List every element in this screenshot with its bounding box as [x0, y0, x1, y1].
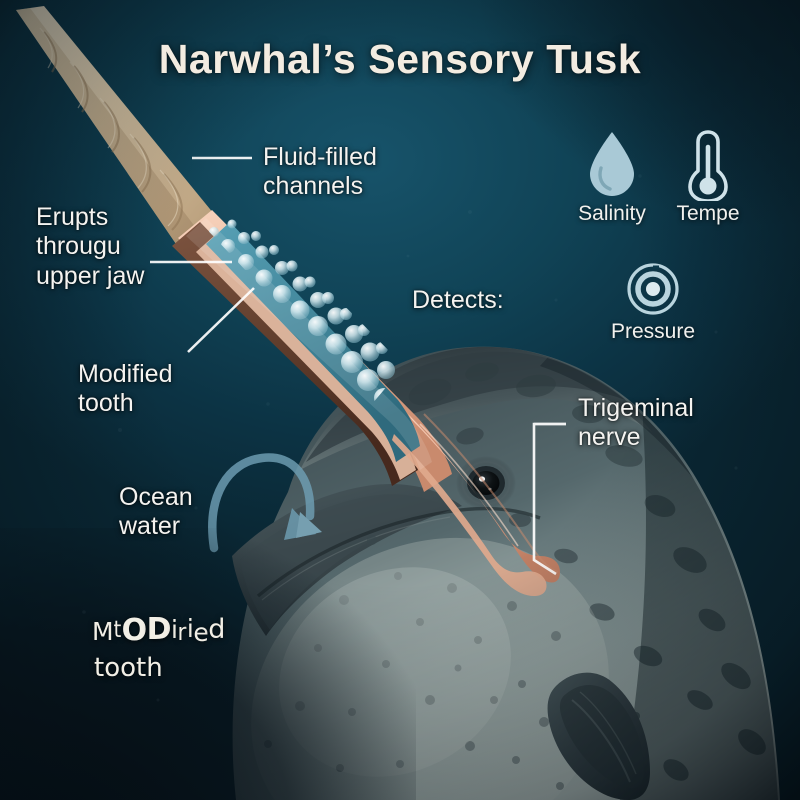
garbled-glyph-6: i	[186, 614, 194, 643]
garbled-glyph-0: M	[92, 617, 114, 646]
detect-item-pressure: Pressure	[598, 260, 708, 344]
concentric-circles-icon	[598, 260, 708, 318]
garbled-line-2: tooth	[94, 653, 163, 683]
garbled-glyph-3: D	[146, 612, 172, 647]
garbled-glyph-8: d	[208, 614, 225, 645]
label-erupts-through-upper-jaw: Erupts througu upper jaw	[36, 203, 145, 290]
page-title: Narwhal’s Sensory Tusk	[158, 36, 642, 82]
garbled-line-1: MtODiried	[92, 612, 225, 648]
garbled-glyph-7: e	[193, 618, 209, 647]
detect-item-salinity: Salinity	[566, 128, 658, 226]
label-fluid-filled-channels: Fluid-filled channels	[263, 143, 377, 201]
garbled-glyph-5: r	[177, 618, 187, 646]
corner-shadow-top-right	[480, 0, 800, 224]
garbled-glyph-1: t	[113, 617, 122, 643]
thermometer-icon	[662, 128, 754, 201]
corner-shadow-bottom-left	[0, 528, 416, 800]
label-trigeminal-nerve: Trigeminal nerve	[578, 394, 694, 452]
label-detects: Detects:	[412, 286, 504, 314]
garbled-glyph-2: O	[121, 613, 148, 648]
detect-label-pressure: Pressure	[610, 320, 696, 343]
water-drop-icon	[566, 128, 658, 200]
label-ocean-water: Ocean water	[119, 483, 193, 541]
detect-label-temperature: Tempe	[676, 202, 740, 225]
detect-item-temperature: Tempe	[662, 128, 754, 226]
label-garbled-modified-tooth: MtODiried tooth	[92, 612, 225, 683]
detect-label-salinity: Salinity	[578, 202, 646, 225]
label-modified-tooth: Modified tooth	[78, 360, 173, 418]
garbled-glyph-4: i	[171, 615, 178, 644]
